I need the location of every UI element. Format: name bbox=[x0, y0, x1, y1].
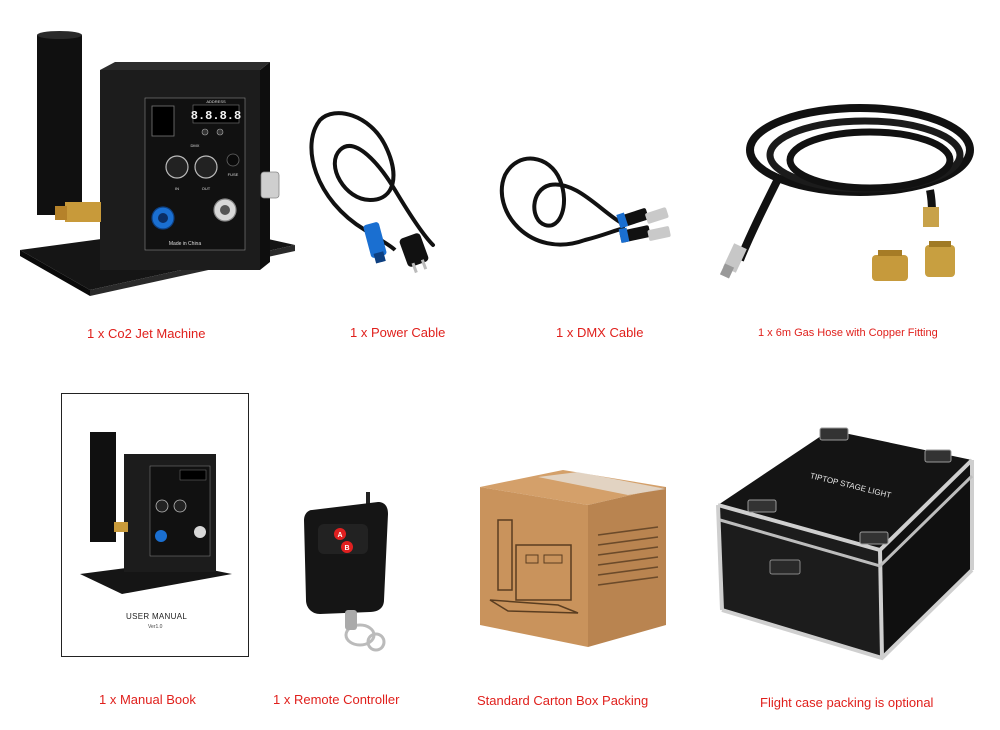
caption-co2-jet-machine: 1 x Co2 Jet Machine bbox=[87, 326, 206, 341]
out-label: OUT bbox=[202, 186, 211, 191]
remote-controller-image: A B bbox=[300, 490, 405, 660]
power-cable-image bbox=[295, 105, 445, 280]
caption-carton-box: Standard Carton Box Packing bbox=[477, 693, 649, 708]
manual-book-image: USER MANUAL Ver1.0 bbox=[61, 393, 249, 657]
remote-button-b: B bbox=[344, 545, 349, 552]
address-display: 8.8.8.8 bbox=[191, 109, 241, 123]
caption-gas-hose: 1 x 6m Gas Hose with Copper Fitting bbox=[758, 327, 938, 339]
dmx-cable-image bbox=[490, 150, 680, 275]
dmx-label: DMX bbox=[191, 143, 200, 148]
manual-version: Ver1.0 bbox=[148, 624, 163, 630]
caption-power-cable: 1 x Power Cable bbox=[350, 325, 446, 340]
caption-remote-controller: 1 x Remote Controller bbox=[273, 692, 400, 707]
co2-jet-machine-image: 8.8.8.8 ADDRESS DMX IN OUT FUSE Made in … bbox=[15, 30, 300, 305]
remote-button-a: A bbox=[337, 532, 342, 539]
caption-manual-book: 1 x Manual Book bbox=[99, 692, 196, 707]
in-label: IN bbox=[175, 186, 179, 191]
flight-case-image: TIPTOP STAGE LIGHT bbox=[710, 420, 980, 665]
made-in-label: Made in China bbox=[169, 241, 201, 247]
carton-box-image bbox=[478, 465, 668, 650]
fuse-label: FUSE bbox=[228, 172, 239, 177]
caption-dmx-cable: 1 x DMX Cable bbox=[556, 325, 644, 340]
address-label: ADDRESS bbox=[206, 99, 226, 104]
manual-title: USER MANUAL bbox=[126, 612, 188, 621]
caption-flight-case: Flight case packing is optional bbox=[760, 695, 934, 710]
gas-hose-image bbox=[719, 95, 990, 295]
